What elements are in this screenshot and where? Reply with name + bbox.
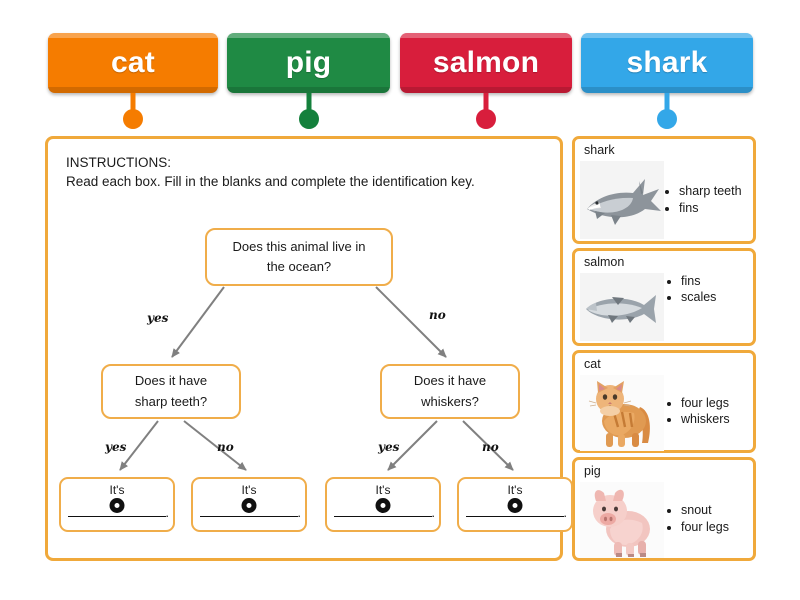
tile-label-pig: pig: [285, 46, 332, 79]
reference-card-salmon: salmon fins: [572, 248, 756, 346]
flowchart-node-whiskers-question: Does it have whiskers?: [380, 364, 520, 419]
drop-target-circle-icon-4[interactable]: [507, 498, 523, 513]
node-left-line1: Does it have: [134, 373, 208, 389]
edge-left-to-answer1: [119, 420, 159, 471]
card-body-shark: sharp teeth fins: [580, 161, 749, 239]
worksheet-panel: INSTRUCTIONS: Read each box. Fill in the…: [45, 136, 573, 561]
answer-period-3: .: [431, 505, 435, 520]
edge-label-root-yes: yes: [147, 311, 169, 325]
node-root-line2: the ocean?: [266, 259, 332, 274]
identification-key-flowchart: Does this animal live in the ocean? Does…: [48, 139, 573, 558]
answer-drop-box-3[interactable]: It's .: [325, 477, 441, 532]
trait-item: snout: [681, 502, 749, 518]
trait-item: whiskers: [681, 411, 749, 427]
answer-period-1: .: [165, 505, 169, 520]
drop-target-circle-icon-1[interactable]: [109, 498, 125, 513]
card-title-cat: cat: [584, 357, 601, 371]
answer-period-4: .: [563, 505, 567, 520]
tile-body-shark[interactable]: shark: [581, 33, 753, 93]
node-root-line1: Does this animal live in: [232, 238, 366, 254]
cat-photo-icon: [580, 375, 664, 451]
draggable-tile-shark[interactable]: shark: [581, 33, 753, 129]
trait-item: fins: [679, 200, 749, 216]
tile-handle-dot-pig[interactable]: [298, 109, 319, 129]
edge-label-left-no: no: [217, 440, 234, 454]
pig-photo-icon: [580, 482, 664, 558]
tile-stem-shark: [664, 93, 670, 115]
tile-handle-dot-shark[interactable]: [657, 109, 677, 129]
instructions-body: Read each box. Fill in the blanks and co…: [66, 174, 475, 190]
tile-label-salmon: salmon: [432, 46, 540, 79]
answer-prefix-2: It's: [241, 483, 257, 497]
drop-target-circle-icon-2[interactable]: [241, 498, 257, 513]
edge-root-to-left: [171, 286, 225, 358]
trait-item: four legs: [681, 395, 749, 411]
answer-blank-line-4: [466, 516, 564, 517]
card-traits-salmon: fins scales: [664, 273, 749, 306]
draggable-tile-salmon[interactable]: salmon: [400, 33, 572, 129]
tile-stem-pig: [306, 93, 311, 115]
tile-body-salmon[interactable]: salmon: [400, 33, 572, 93]
reference-card-cat: cat: [572, 350, 756, 453]
shark-photo-icon: [580, 161, 664, 239]
node-right-line1: Does it have: [413, 373, 487, 389]
tile-label-shark: shark: [626, 46, 708, 79]
card-traits-shark: sharp teeth fins: [664, 183, 749, 216]
card-title-shark: shark: [584, 143, 615, 157]
flowchart-node-root-question: Does this animal live in the ocean?: [205, 228, 393, 286]
card-body-cat: four legs whiskers: [580, 375, 749, 451]
card-traits-cat: four legs whiskers: [664, 395, 749, 428]
flowchart-node-sharp-teeth-question: Does it have sharp teeth?: [101, 364, 241, 419]
edge-label-right-no: no: [482, 440, 499, 454]
edge-right-to-answer4: [462, 420, 514, 471]
edge-label-left-yes: yes: [105, 440, 127, 454]
card-traits-pig: snout four legs: [664, 502, 749, 535]
answer-blank-line-1: [68, 516, 166, 517]
card-body-salmon: fins scales: [580, 273, 749, 341]
answer-drop-box-2[interactable]: It's .: [191, 477, 307, 532]
trait-item: fins: [681, 273, 749, 289]
node-left-line2: sharp teeth?: [134, 393, 208, 409]
edge-label-root-no: no: [429, 308, 446, 322]
edge-left-to-answer2: [183, 420, 247, 471]
answer-prefix-3: It's: [375, 483, 391, 497]
reference-card-pig: pig: [572, 457, 756, 561]
answer-drop-box-4[interactable]: It's .: [457, 477, 573, 532]
instructions-heading: INSTRUCTIONS:: [66, 155, 172, 170]
tile-body-cat[interactable]: cat: [48, 33, 218, 93]
card-title-salmon: salmon: [584, 255, 625, 269]
tile-handle-dot-cat[interactable]: [123, 109, 143, 129]
answer-blank-line-2: [200, 516, 298, 517]
node-right-line2: whiskers?: [421, 393, 479, 409]
answer-blank-line-3: [334, 516, 432, 517]
draggable-tile-cat[interactable]: cat: [48, 33, 218, 129]
draggable-tiles-row: cat pig salmon shark: [0, 0, 800, 129]
reference-cards-column: shark: [572, 136, 756, 561]
drop-target-circle-icon-3[interactable]: [375, 498, 391, 513]
instructions-text: INSTRUCTIONS: Read each box. Fill in the…: [66, 153, 536, 191]
draggable-tile-pig[interactable]: pig: [227, 33, 390, 129]
trait-item: sharp teeth: [679, 183, 749, 199]
tile-handle-dot-salmon[interactable]: [476, 109, 496, 129]
trait-item: four legs: [681, 519, 749, 535]
edge-root-to-right: [375, 286, 447, 358]
answer-drop-box-1[interactable]: It's .: [59, 477, 175, 532]
tile-stem-salmon: [483, 93, 489, 115]
answer-prefix-4: It's: [507, 483, 523, 497]
trait-item: scales: [681, 289, 749, 305]
edge-right-to-answer3: [387, 420, 438, 471]
card-title-pig: pig: [584, 464, 601, 478]
tile-body-pig[interactable]: pig: [227, 33, 390, 93]
flowchart-connectors: [119, 286, 514, 471]
tile-stem-cat: [130, 93, 136, 115]
answer-prefix-1: It's: [109, 483, 125, 497]
edge-label-right-yes: yes: [378, 440, 400, 454]
tile-label-cat: cat: [111, 46, 155, 79]
salmon-photo-icon: [580, 273, 664, 341]
card-body-pig: snout four legs: [580, 482, 749, 558]
reference-card-shark: shark: [572, 136, 756, 244]
answer-period-2: .: [297, 505, 301, 520]
